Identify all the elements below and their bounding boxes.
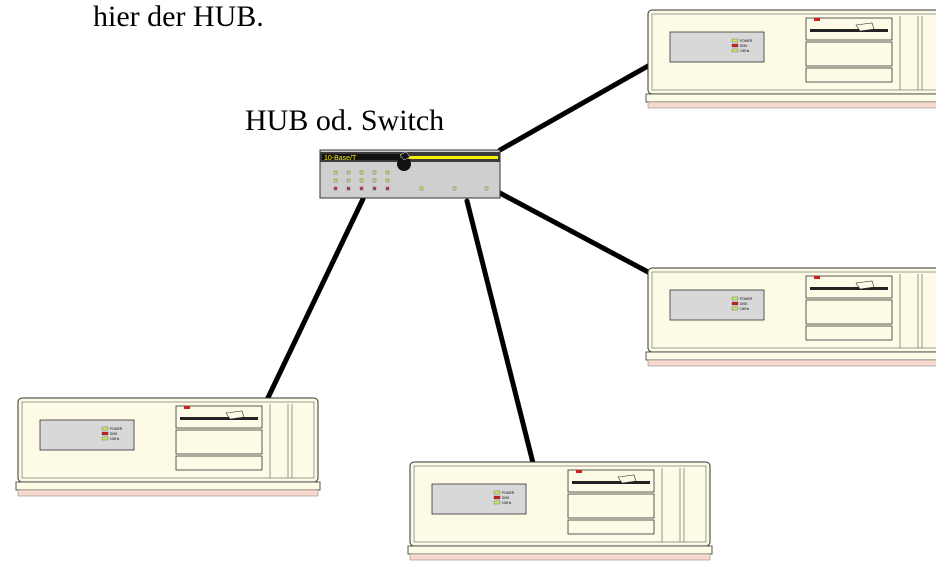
hub-panel-label: 10-Base/T — [324, 155, 357, 162]
svg-text:100Hz: 100Hz — [110, 437, 120, 441]
cable-to-top-right — [497, 63, 651, 153]
computer-top-right: POWER DISK 100Hz — [645, 9, 936, 109]
svg-text:POWER: POWER — [502, 491, 515, 495]
svg-text:DISK: DISK — [740, 44, 748, 48]
svg-text:POWER: POWER — [110, 427, 123, 431]
svg-text:100Hz: 100Hz — [740, 49, 750, 53]
cables — [262, 63, 651, 470]
cable-to-middle-right — [495, 189, 651, 275]
computer-bottom-left: POWER DISK 100Hz — [15, 397, 321, 497]
svg-text:DISK: DISK — [740, 302, 748, 306]
led-labels: POWER DISK 100Hz — [740, 297, 753, 311]
hub-caption: HUB od. Switch — [245, 104, 445, 137]
svg-text:POWER: POWER — [740, 39, 753, 43]
svg-text:POWER: POWER — [740, 297, 753, 301]
computer-bottom-center: POWER DISK 100Hz — [407, 461, 713, 561]
hub-led-grid — [333, 170, 489, 191]
cable-to-bottom-center — [464, 198, 537, 470]
svg-text:DISK: DISK — [110, 432, 118, 436]
hub-connector-icon — [397, 157, 411, 171]
led-labels: POWER DISK 100Hz — [502, 491, 515, 505]
svg-text:100Hz: 100Hz — [740, 307, 750, 311]
svg-text:DISK: DISK — [502, 496, 510, 500]
computer-middle-right: POWER DISK 100Hz — [645, 267, 936, 367]
top-text: hier der HUB. — [93, 2, 264, 33]
hub-device: 10-Base/T — [319, 149, 501, 199]
led-labels: POWER DISK 100Hz — [740, 39, 753, 53]
led-labels: POWER DISK 100Hz — [110, 427, 123, 441]
svg-text:100Hz: 100Hz — [502, 501, 512, 505]
cable-to-bottom-left — [262, 196, 366, 407]
